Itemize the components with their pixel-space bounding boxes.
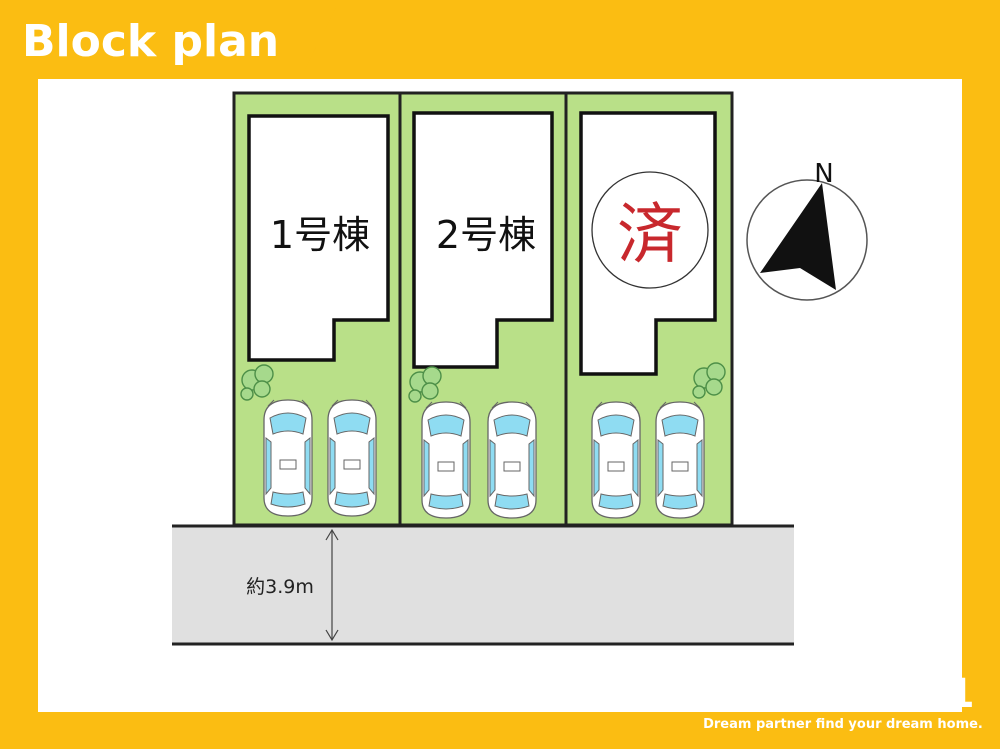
car-icon xyxy=(591,401,641,519)
lot-1: 1号棟 xyxy=(232,91,402,527)
sold-mark: 済 xyxy=(617,196,683,273)
lot-3: 済 xyxy=(564,91,734,527)
building-footprint xyxy=(412,111,554,369)
road: 約3.9m xyxy=(172,524,794,646)
brand-tagline: Dream partner find your dream home. xyxy=(703,717,983,732)
brand-block: CENTURY21 Dream partner find your dream … xyxy=(703,671,983,732)
car-icon xyxy=(655,401,705,519)
lot-label: 1号棟 xyxy=(270,213,370,257)
car-icon xyxy=(327,399,377,517)
lot-label: 2号棟 xyxy=(436,213,536,257)
building-footprint xyxy=(247,114,390,362)
car-icon xyxy=(421,401,471,519)
brand-logo: CENTURY21 xyxy=(711,671,974,717)
road-width-label: 約3.9m xyxy=(246,576,314,598)
page-title: Block plan xyxy=(22,16,279,67)
compass: N xyxy=(746,159,868,301)
sold-stamp: 済 xyxy=(591,171,709,289)
car-icon xyxy=(263,399,313,517)
north-arrow-icon xyxy=(760,183,836,290)
lot-2: 2号棟 xyxy=(398,91,568,527)
car-icon xyxy=(487,401,537,519)
compass-north-label: N xyxy=(814,159,833,189)
